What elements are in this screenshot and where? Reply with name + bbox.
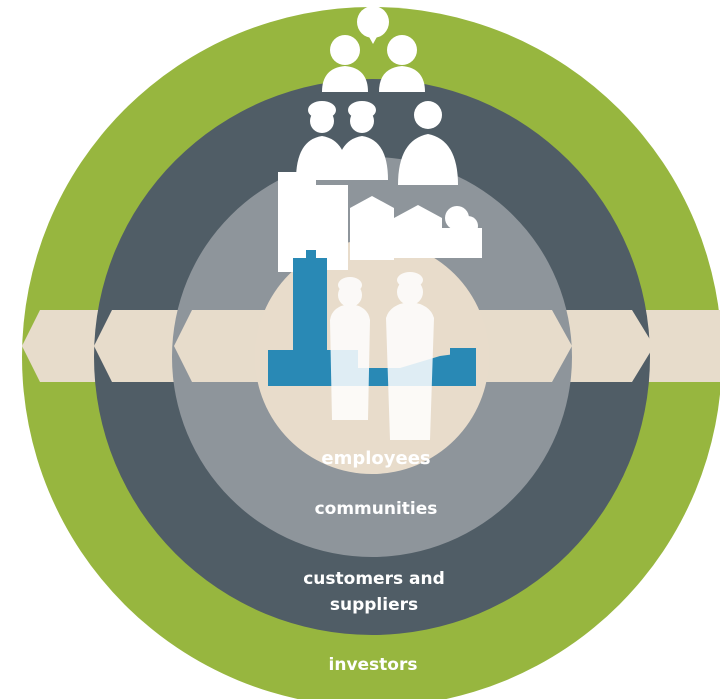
city-buildings-icon [278, 172, 482, 272]
speech-bubble-icon [357, 6, 389, 44]
customers-suppliers-label-line2: suppliers [330, 595, 418, 615]
worker-people-icon [296, 101, 458, 185]
investor-people-icon [322, 35, 425, 92]
employees-label: employees [321, 448, 430, 469]
investors-label: investors [329, 655, 418, 675]
communities-label: communities [315, 499, 438, 519]
customers-suppliers-label-line1: customers and [303, 569, 445, 589]
employee-people-icon [330, 272, 434, 440]
